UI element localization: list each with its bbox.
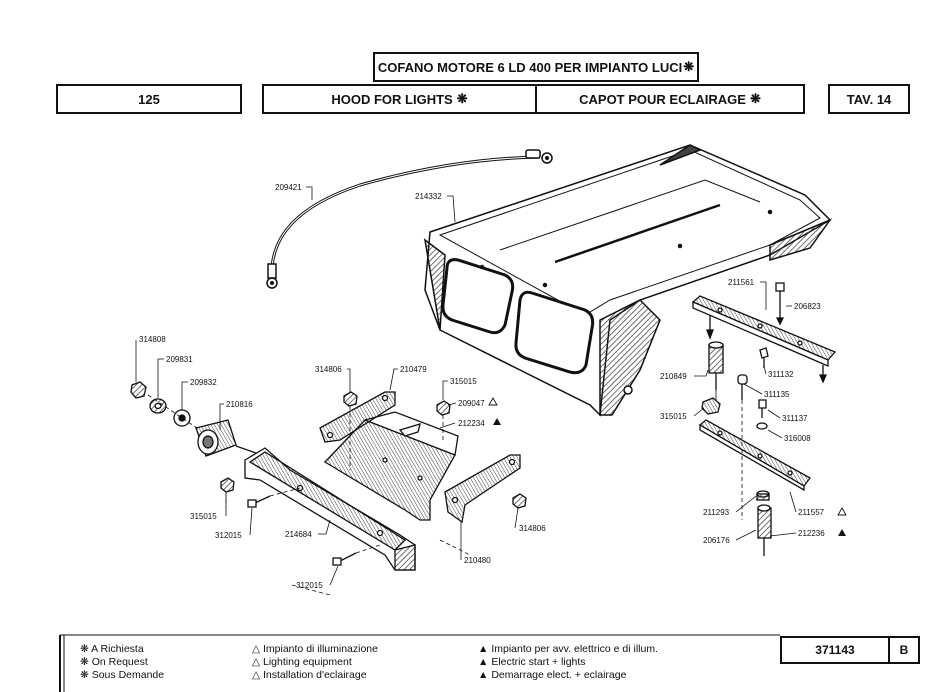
bracket-214684 — [244, 447, 416, 571]
page-number-box: 125 — [56, 84, 242, 114]
legend-open-fr: Installation d'eclairage — [263, 669, 367, 681]
legend-filled-fr: Demarrage elect. + eclairage — [491, 669, 627, 681]
dashed-axis-left — [147, 394, 201, 431]
bolts-right — [737, 347, 769, 430]
label-212236: 212236 — [798, 529, 825, 538]
legend-star: ❋ A Richiesta ❋ On Request ❋ Sous Demand… — [80, 643, 164, 682]
star-icon: ❋ — [456, 91, 468, 106]
french-title-box: CAPOT POUR ECLAIRAGE❋ — [535, 84, 805, 114]
bracket-212234 — [323, 411, 459, 521]
label-214332: 214332 — [415, 192, 442, 201]
label-210479: 210479 — [400, 365, 427, 374]
english-title: HOOD FOR LIGHTS — [331, 91, 453, 107]
label-315015-right: 315015 — [660, 412, 687, 421]
label-311137: 311137 — [782, 414, 808, 423]
legend-open-it: Impianto di illuminazione — [263, 643, 378, 655]
bracket-211561 — [691, 295, 837, 384]
revision-box: B — [888, 636, 920, 664]
label-314806-lower: 314806 — [519, 524, 546, 533]
legend-star-en: On Request — [91, 656, 148, 668]
legend-star-fr: Sous Demande — [91, 669, 165, 681]
spacer-210849 — [708, 341, 724, 390]
label-312015-lower: 312015 — [296, 581, 323, 590]
italian-title-box: COFANO MOTORE 6 LD 400 PER IMPIANTO LUCI… — [373, 52, 699, 82]
label-209832: 209832 — [190, 378, 217, 387]
star-icon: ❋ — [80, 643, 92, 655]
label-209831: 209831 — [166, 355, 193, 364]
hood-214332 — [423, 144, 833, 417]
label-314808: 314808 — [139, 335, 166, 344]
filled-triangle-icon — [838, 529, 846, 536]
label-210849: 210849 — [660, 372, 687, 381]
label-315015-center: 315015 — [450, 377, 477, 386]
bracket-210480 — [444, 454, 521, 524]
label-316008: 316008 — [784, 434, 811, 443]
legend-filled-it: Impianto per avv. elettrico e di illum. — [491, 643, 659, 655]
filled-triangle-icon: ▲ — [478, 669, 492, 681]
open-triangle-icon — [837, 507, 847, 516]
cable-209421 — [266, 149, 553, 289]
star-icon: ❋ — [683, 59, 695, 74]
label-311132: 311132 — [768, 370, 794, 379]
footer-frame — [59, 634, 780, 692]
spacer-206176 — [756, 490, 772, 556]
label-210480: 210480 — [464, 556, 491, 565]
star-icon: ❋ — [749, 91, 761, 106]
label-214684: 214684 — [285, 530, 312, 539]
stud-206823 — [775, 282, 785, 326]
legend-open-triangle: △ Impianto di illuminazione △ Lighting e… — [252, 643, 378, 682]
star-icon: ❋ — [80, 656, 92, 668]
table-ref: TAV. 14 — [846, 91, 892, 107]
legend-open-en: Lighting equipment — [263, 656, 352, 668]
bracket-210479 — [319, 391, 396, 443]
label-206823: 206823 — [794, 302, 821, 311]
nuts-center — [220, 391, 527, 509]
label-314806-upper: 314806 — [315, 365, 342, 374]
label-211293: 211293 — [703, 508, 730, 517]
doc-number-box: 371143 — [780, 636, 890, 664]
doc-number: 371143 — [815, 643, 855, 657]
french-title: CAPOT POUR ECLAIRAGE — [579, 91, 746, 107]
part-labels: 209421 214332 211561 206823 314808 20983… — [139, 183, 847, 590]
legend-filled-en: Electric start + lights — [491, 656, 586, 668]
label-315015-left: 315015 — [190, 512, 217, 521]
label-206176: 206176 — [703, 536, 730, 545]
mount-stack-left — [130, 381, 257, 457]
filled-triangle-icon: ▲ — [478, 643, 492, 655]
callout-leaders — [135, 186, 797, 586]
legend-filled-triangle: ▲ Impianto per avv. elettrico e di illum… — [478, 643, 658, 682]
revision: B — [899, 643, 909, 657]
open-triangle-icon — [488, 397, 498, 406]
star-icon: ❋ — [80, 669, 92, 681]
open-triangle-icon: △ — [252, 669, 263, 681]
page-number: 125 — [138, 91, 160, 107]
label-212234: 212234 — [458, 419, 485, 428]
filled-triangle-icon — [493, 418, 501, 425]
table-ref-box: TAV. 14 — [828, 84, 910, 114]
open-triangle-icon: △ — [252, 656, 263, 668]
label-311135: 311135 — [764, 390, 790, 399]
label-209421: 209421 — [275, 183, 302, 192]
lower-plate-right — [698, 419, 811, 492]
label-312015-upper: 312015 — [215, 531, 242, 540]
open-triangle-icon: △ — [252, 643, 263, 655]
screws-312015 — [247, 495, 357, 566]
label-211561: 211561 — [728, 278, 755, 287]
label-209047: 209047 — [458, 399, 485, 408]
italian-title: COFANO MOTORE 6 LD 400 PER IMPIANTO LUCI — [377, 59, 683, 75]
label-211557: 211557 — [798, 508, 825, 517]
filled-triangle-icon: ▲ — [478, 656, 492, 668]
legend-star-it: A Richiesta — [91, 643, 144, 655]
nut-315015-right — [701, 397, 721, 415]
label-210816: 210816 — [226, 400, 253, 409]
